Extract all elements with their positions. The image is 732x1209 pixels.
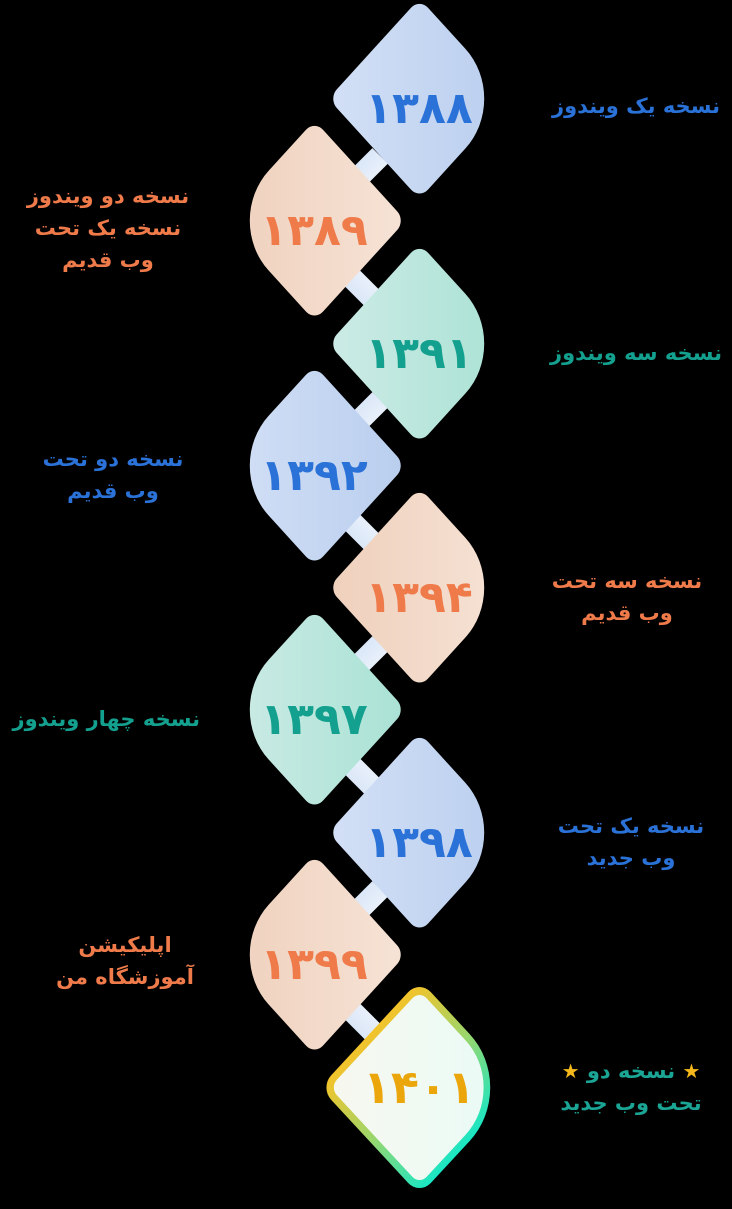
year-label: ۱۳۹۷ <box>260 693 368 745</box>
milestone-label-1397: نسخه چهار ویندوز <box>12 707 200 731</box>
year-label: ۱۳۹۲ <box>260 449 368 501</box>
timeline-node-1392: ۱۳۹۲ <box>222 364 406 575</box>
year-label: ۱۴۰۱ <box>362 1060 476 1114</box>
star-icon: ★ <box>682 1059 701 1083</box>
milestone-label-1398: نسخه یک تحت وب جدید <box>557 814 705 870</box>
year-label: ۱۳۹۱ <box>365 327 473 379</box>
milestone-label-1389: نسخه دو ویندوز نسخه یک تحت وب قدیم <box>26 184 190 272</box>
timeline-node-1391: ۱۳۹۱ <box>327 242 511 453</box>
timeline-node-1388: ۱۳۸۸ <box>327 0 511 208</box>
timeline-node-1394: ۱۳۹۴ <box>327 486 511 697</box>
milestone-label-1394: نسخه سه تحت وب قدیم <box>551 569 703 625</box>
timeline-node-1398: ۱۳۹۸ <box>327 731 511 942</box>
milestone-label-1392: نسخه دو تحت وب قدیم <box>42 447 184 503</box>
milestone-label-1391: نسخه سه ویندوز <box>550 341 722 365</box>
milestone-label-1401: ★ نسخه دو ★ تحت وب جدید <box>560 1059 702 1115</box>
year-label: ۱۳۹۹ <box>260 938 368 990</box>
milestone-label-1399: اپلیکیشن آموزشگاه من <box>56 933 194 989</box>
year-label: ۱۳۹۸ <box>365 816 473 868</box>
timeline-node-1399: ۱۳۹۹ <box>222 853 406 1064</box>
timeline-node-1401-current: ۱۴۰۱ <box>319 979 519 1195</box>
year-label: ۱۳۹۴ <box>365 571 473 623</box>
star-icon: ★ <box>561 1059 580 1083</box>
timeline-node-1389: ۱۳۸۹ <box>222 119 406 330</box>
year-label: ۱۳۸۸ <box>365 82 473 134</box>
timeline-node-1397: ۱۳۹۷ <box>222 608 406 819</box>
year-label: ۱۳۸۹ <box>260 204 368 256</box>
milestone-label-1388: نسخه یک ویندوز <box>552 94 720 118</box>
